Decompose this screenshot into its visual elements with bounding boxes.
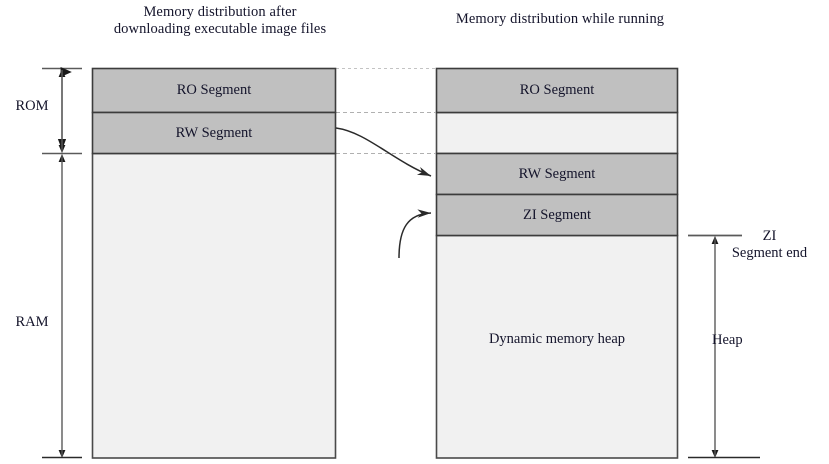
right-free-gap <box>435 111 679 155</box>
right-zi-segment <box>435 193 679 237</box>
left-memory-column <box>91 67 337 459</box>
zi-creation-arrow <box>398 209 432 259</box>
relocation-connectors <box>335 127 432 259</box>
left-dimension-lines <box>42 66 82 459</box>
right-column-title: Memory distribution while running <box>455 11 665 27</box>
ram-dimension-label: RAM <box>15 314 49 330</box>
rw-relocation-arrow <box>335 127 432 177</box>
left-ro-segment <box>91 67 337 114</box>
right-ro-segment <box>435 67 679 114</box>
right-rw-segment <box>435 152 679 196</box>
right-heap-area <box>435 234 679 459</box>
rom-dimension-label: ROM <box>15 98 49 114</box>
left-rw-segment <box>91 111 337 155</box>
guide-lines <box>336 68 435 154</box>
zi-segment-end-label-line1: ZI <box>762 228 777 244</box>
zi-segment-end-label-line2: Segment end <box>731 245 808 261</box>
left-free-area <box>91 152 337 459</box>
left-column-title: Memory distribution after downloading ex… <box>113 4 327 37</box>
zi-segment-end-label: ZI Segment end <box>712 228 827 262</box>
right-dimension-lines <box>688 234 760 459</box>
right-memory-column <box>435 67 679 459</box>
heap-dimension-label: Heap <box>712 332 743 348</box>
